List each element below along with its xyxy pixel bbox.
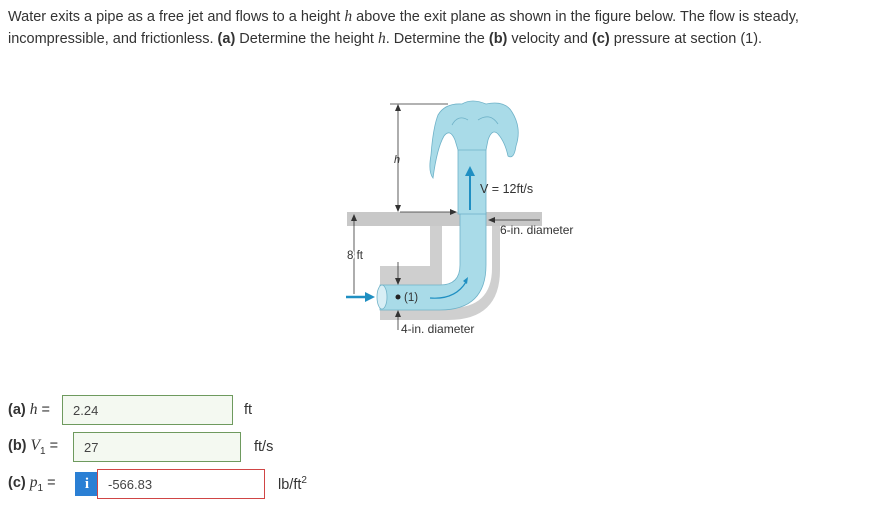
- problem-text: velocity and: [507, 31, 593, 47]
- problem-statement: Water exits a pipe as a free jet and flo…: [8, 6, 868, 50]
- section-dim-arrow: [395, 278, 401, 285]
- flow-curve-arrow-head: [463, 277, 468, 284]
- section-dim-arrow-lower: [395, 310, 401, 317]
- h-symbol: h: [377, 30, 386, 47]
- answer-label-b: (b) V1 =: [8, 437, 59, 457]
- flow-curve-arrow: [429, 281, 467, 299]
- water-pipe: [379, 211, 487, 311]
- velocity-arrow-head: [465, 166, 475, 176]
- h-dim-arrow-bottom: [395, 205, 401, 212]
- inlet-arrow-head: [365, 292, 375, 302]
- pressure-answer-input[interactable]: -566.83: [97, 469, 265, 499]
- problem-text: Determine the height: [235, 31, 378, 47]
- problem-text: above the exit plane as shown in the fig…: [8, 9, 799, 47]
- bottom-diameter-label: 4-in. diameter: [401, 322, 474, 336]
- top-diameter-label: 6-in. diameter: [500, 223, 573, 237]
- part-c-tag: (c): [592, 31, 610, 47]
- height-label: 8 ft: [347, 250, 364, 262]
- pipe-jet-figure: h V = 12ft/s 6-in. diameter 8 ft (1) 4-i…: [346, 100, 573, 336]
- water-splash: [451, 116, 499, 126]
- pipe-inlet: [376, 284, 388, 310]
- h-dim-arrow-top: [395, 104, 401, 111]
- water-fountain-top: [429, 100, 519, 179]
- part-b-tag: (b): [488, 31, 508, 47]
- height-dim-arrow-top: [351, 214, 357, 221]
- answer-label-c: (c) p1 =: [8, 474, 56, 494]
- answer-label-a: (a) h =: [8, 401, 51, 418]
- velocity-unit: ft/s: [254, 439, 274, 455]
- problem-text: . Determine the: [385, 31, 489, 47]
- h-label: h: [394, 154, 400, 166]
- pressure-unit: lb/ft2: [278, 475, 307, 493]
- info-icon[interactable]: i: [75, 472, 99, 496]
- velocity-answer-input[interactable]: 27: [73, 432, 241, 462]
- part-a-tag: (a): [217, 31, 236, 47]
- ground-slab: [347, 212, 542, 226]
- section-point: [395, 294, 401, 300]
- problem-text: pressure at section (1).: [609, 31, 763, 47]
- velocity-label: V = 12ft/s: [480, 182, 533, 196]
- section-label: (1): [404, 292, 418, 304]
- h-symbol: h: [344, 8, 353, 25]
- problem-text: Water exits a pipe as a free jet and flo…: [8, 9, 345, 25]
- height-answer-input[interactable]: 2.24: [62, 395, 233, 425]
- exit-plane-arrow: [450, 209, 457, 215]
- height-unit: ft: [244, 402, 253, 418]
- top-diameter-arrow: [488, 217, 495, 223]
